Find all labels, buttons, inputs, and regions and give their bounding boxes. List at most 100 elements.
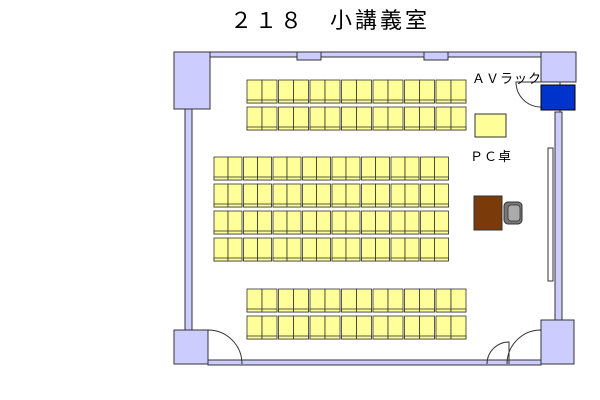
seat <box>404 288 420 313</box>
seat <box>450 106 467 131</box>
seat <box>361 156 376 181</box>
seat <box>293 315 309 340</box>
seat <box>375 237 390 262</box>
seat <box>293 79 309 104</box>
seat <box>302 210 317 235</box>
seat <box>261 288 278 313</box>
seat <box>390 237 406 262</box>
wall-pillar-bottom-left <box>173 329 209 365</box>
seat <box>435 315 452 340</box>
seat <box>213 237 229 262</box>
wall-pillar-top-right <box>540 51 577 83</box>
seat <box>324 79 341 104</box>
seat <box>390 210 406 235</box>
seat <box>272 183 288 208</box>
seat <box>293 106 309 131</box>
wall-pillar-top-1 <box>296 51 322 61</box>
pc-desk-label: ＰＣ卓 <box>470 150 513 165</box>
walls <box>173 51 577 366</box>
seat <box>286 237 302 262</box>
seating-area <box>213 79 467 340</box>
seat <box>387 288 404 313</box>
seat <box>361 237 376 262</box>
seat <box>286 183 302 208</box>
page-title: ２１８ 小講義室 <box>229 9 430 34</box>
seat <box>434 183 449 208</box>
seat <box>404 156 420 181</box>
seat <box>278 315 294 340</box>
seat <box>257 237 272 262</box>
seat <box>404 183 420 208</box>
pc-desk <box>474 113 507 138</box>
seat <box>213 210 229 235</box>
seat <box>361 210 376 235</box>
seat <box>331 210 347 235</box>
seat <box>434 210 449 235</box>
seat <box>419 288 435 313</box>
seat <box>302 237 317 262</box>
window-right <box>547 147 554 282</box>
wall-pillar-bottom-right <box>540 319 575 365</box>
seat <box>227 183 243 208</box>
seat <box>309 79 326 104</box>
seat <box>435 288 452 313</box>
seat <box>243 237 258 262</box>
seat <box>361 183 376 208</box>
seat <box>257 210 272 235</box>
wall-pillar-top-2 <box>423 51 449 61</box>
wall-right <box>554 111 563 321</box>
seat <box>257 183 272 208</box>
seat <box>243 210 258 235</box>
seat <box>435 106 452 131</box>
door-swing-icon <box>207 81 542 365</box>
seat <box>419 79 435 104</box>
seat <box>243 183 258 208</box>
seat <box>375 156 390 181</box>
seat <box>227 210 243 235</box>
seat <box>356 79 372 104</box>
seat <box>278 288 294 313</box>
seat <box>261 315 278 340</box>
seat <box>372 106 389 131</box>
seat <box>450 315 467 340</box>
seat <box>341 288 357 313</box>
seat <box>243 156 258 181</box>
seat <box>341 79 357 104</box>
seat <box>213 156 229 181</box>
seat <box>404 106 420 131</box>
av-rack-label: ＡＶラック <box>472 72 543 87</box>
office-chair-icon <box>503 201 523 225</box>
seat <box>404 315 420 340</box>
seat <box>434 156 449 181</box>
seat <box>404 210 420 235</box>
seat <box>341 106 357 131</box>
seat <box>375 210 390 235</box>
seat <box>390 183 406 208</box>
door-bottom-right-b <box>486 341 510 365</box>
seat <box>345 156 361 181</box>
seat <box>420 156 435 181</box>
seat <box>420 237 435 262</box>
seat <box>257 156 272 181</box>
wall-top <box>209 51 542 58</box>
door-bottom-right-a <box>506 329 542 365</box>
seat <box>246 79 263 104</box>
seat <box>435 79 452 104</box>
seat <box>341 315 357 340</box>
seat <box>356 288 372 313</box>
seat <box>227 237 243 262</box>
wall-left <box>184 108 193 331</box>
seat <box>372 315 389 340</box>
seat <box>404 237 420 262</box>
door-bottom-left <box>207 329 243 365</box>
seat <box>309 106 326 131</box>
seat <box>387 79 404 104</box>
seat <box>450 79 467 104</box>
seat <box>261 106 278 131</box>
seat <box>272 156 288 181</box>
seat <box>356 106 372 131</box>
seat <box>420 183 435 208</box>
seat <box>345 210 361 235</box>
seat <box>278 106 294 131</box>
